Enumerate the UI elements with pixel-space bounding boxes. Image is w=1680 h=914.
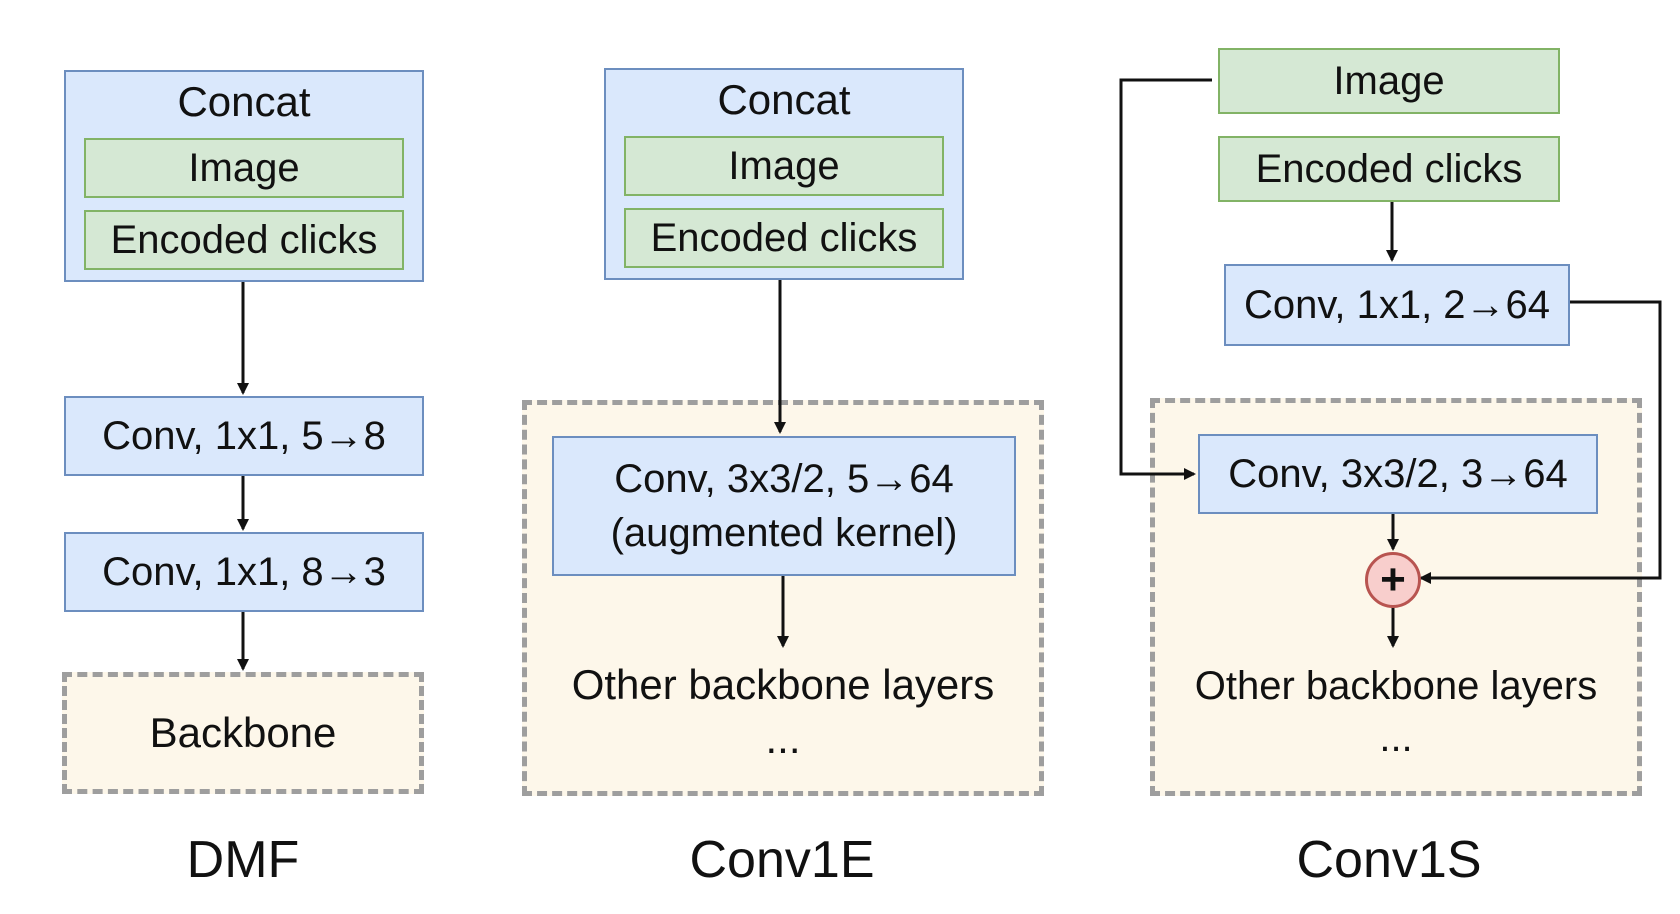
conv1e-other-layers: Other backbone layers ... xyxy=(527,652,1039,772)
conv1e-clicks-box: Encoded clicks xyxy=(624,208,944,268)
conv1e-other-label: Other backbone layers xyxy=(571,660,995,708)
dmf-conv1-box: Conv, 1x1, 5→8 xyxy=(64,396,424,476)
conv1s-conv-clicks-label: Conv, 1x1, 2→64 xyxy=(1243,283,1551,327)
conv1e-image-box: Image xyxy=(624,136,944,196)
conv1s-arrow-conv-to-sum xyxy=(1419,300,1662,584)
dmf-conv1-label: Conv, 1x1, 5→8 xyxy=(102,414,386,458)
conv1e-concat-label: Concat xyxy=(717,76,851,123)
conv1s-image-box: Image xyxy=(1218,48,1560,114)
dmf-caption: DMF xyxy=(186,831,300,889)
conv1e-conv-line1: Conv, 3x3/2, 5→64 xyxy=(614,457,954,501)
conv1e-clicks-label: Encoded clicks xyxy=(650,216,918,260)
dmf-conv2-box: Conv, 1x1, 8→3 xyxy=(64,532,424,612)
conv1s-clicks-label: Encoded clicks xyxy=(1255,147,1523,191)
conv1s-caption: Conv1S xyxy=(1296,831,1482,889)
conv1s-clicks-box: Encoded clicks xyxy=(1218,136,1560,202)
dmf-backbone-box: Backbone xyxy=(62,672,424,794)
conv1s-image-label: Image xyxy=(1333,59,1445,103)
conv1s-ellipsis: ... xyxy=(1379,716,1413,760)
conv1s-other-layers: Other backbone layers ... xyxy=(1155,652,1637,772)
conv1s-conv-clicks-box: Conv, 1x1, 2→64 xyxy=(1224,264,1570,346)
dmf-concat-label: Concat xyxy=(177,78,311,125)
dmf-clicks-box: Encoded clicks xyxy=(84,210,404,270)
conv1s-arrow-image-to-conv xyxy=(1119,78,1212,480)
conv1e-conv-box: Conv, 3x3/2, 5→64 (augmented kernel) xyxy=(552,436,1016,576)
conv1e-conv-line2: (augmented kernel) xyxy=(610,511,958,555)
plus-icon: + xyxy=(1380,555,1406,604)
conv1e-caption: Conv1E xyxy=(689,831,875,889)
dmf-conv2-label: Conv, 1x1, 8→3 xyxy=(102,550,386,594)
dmf-backbone-label: Backbone xyxy=(149,708,337,756)
conv1s-other-label: Other backbone layers xyxy=(1194,664,1598,708)
dmf-clicks-label: Encoded clicks xyxy=(110,218,378,262)
conv1s-sum-node: + xyxy=(1365,552,1421,608)
dmf-image-box: Image xyxy=(84,138,404,198)
conv1s-conv-main-label: Conv, 3x3/2, 3→64 xyxy=(1228,452,1568,496)
conv1e-ellipsis: ... xyxy=(765,715,801,762)
dmf-image-label: Image xyxy=(188,146,300,190)
conv1s-conv-main-box: Conv, 3x3/2, 3→64 xyxy=(1198,434,1598,514)
conv1e-image-label: Image xyxy=(728,144,840,188)
